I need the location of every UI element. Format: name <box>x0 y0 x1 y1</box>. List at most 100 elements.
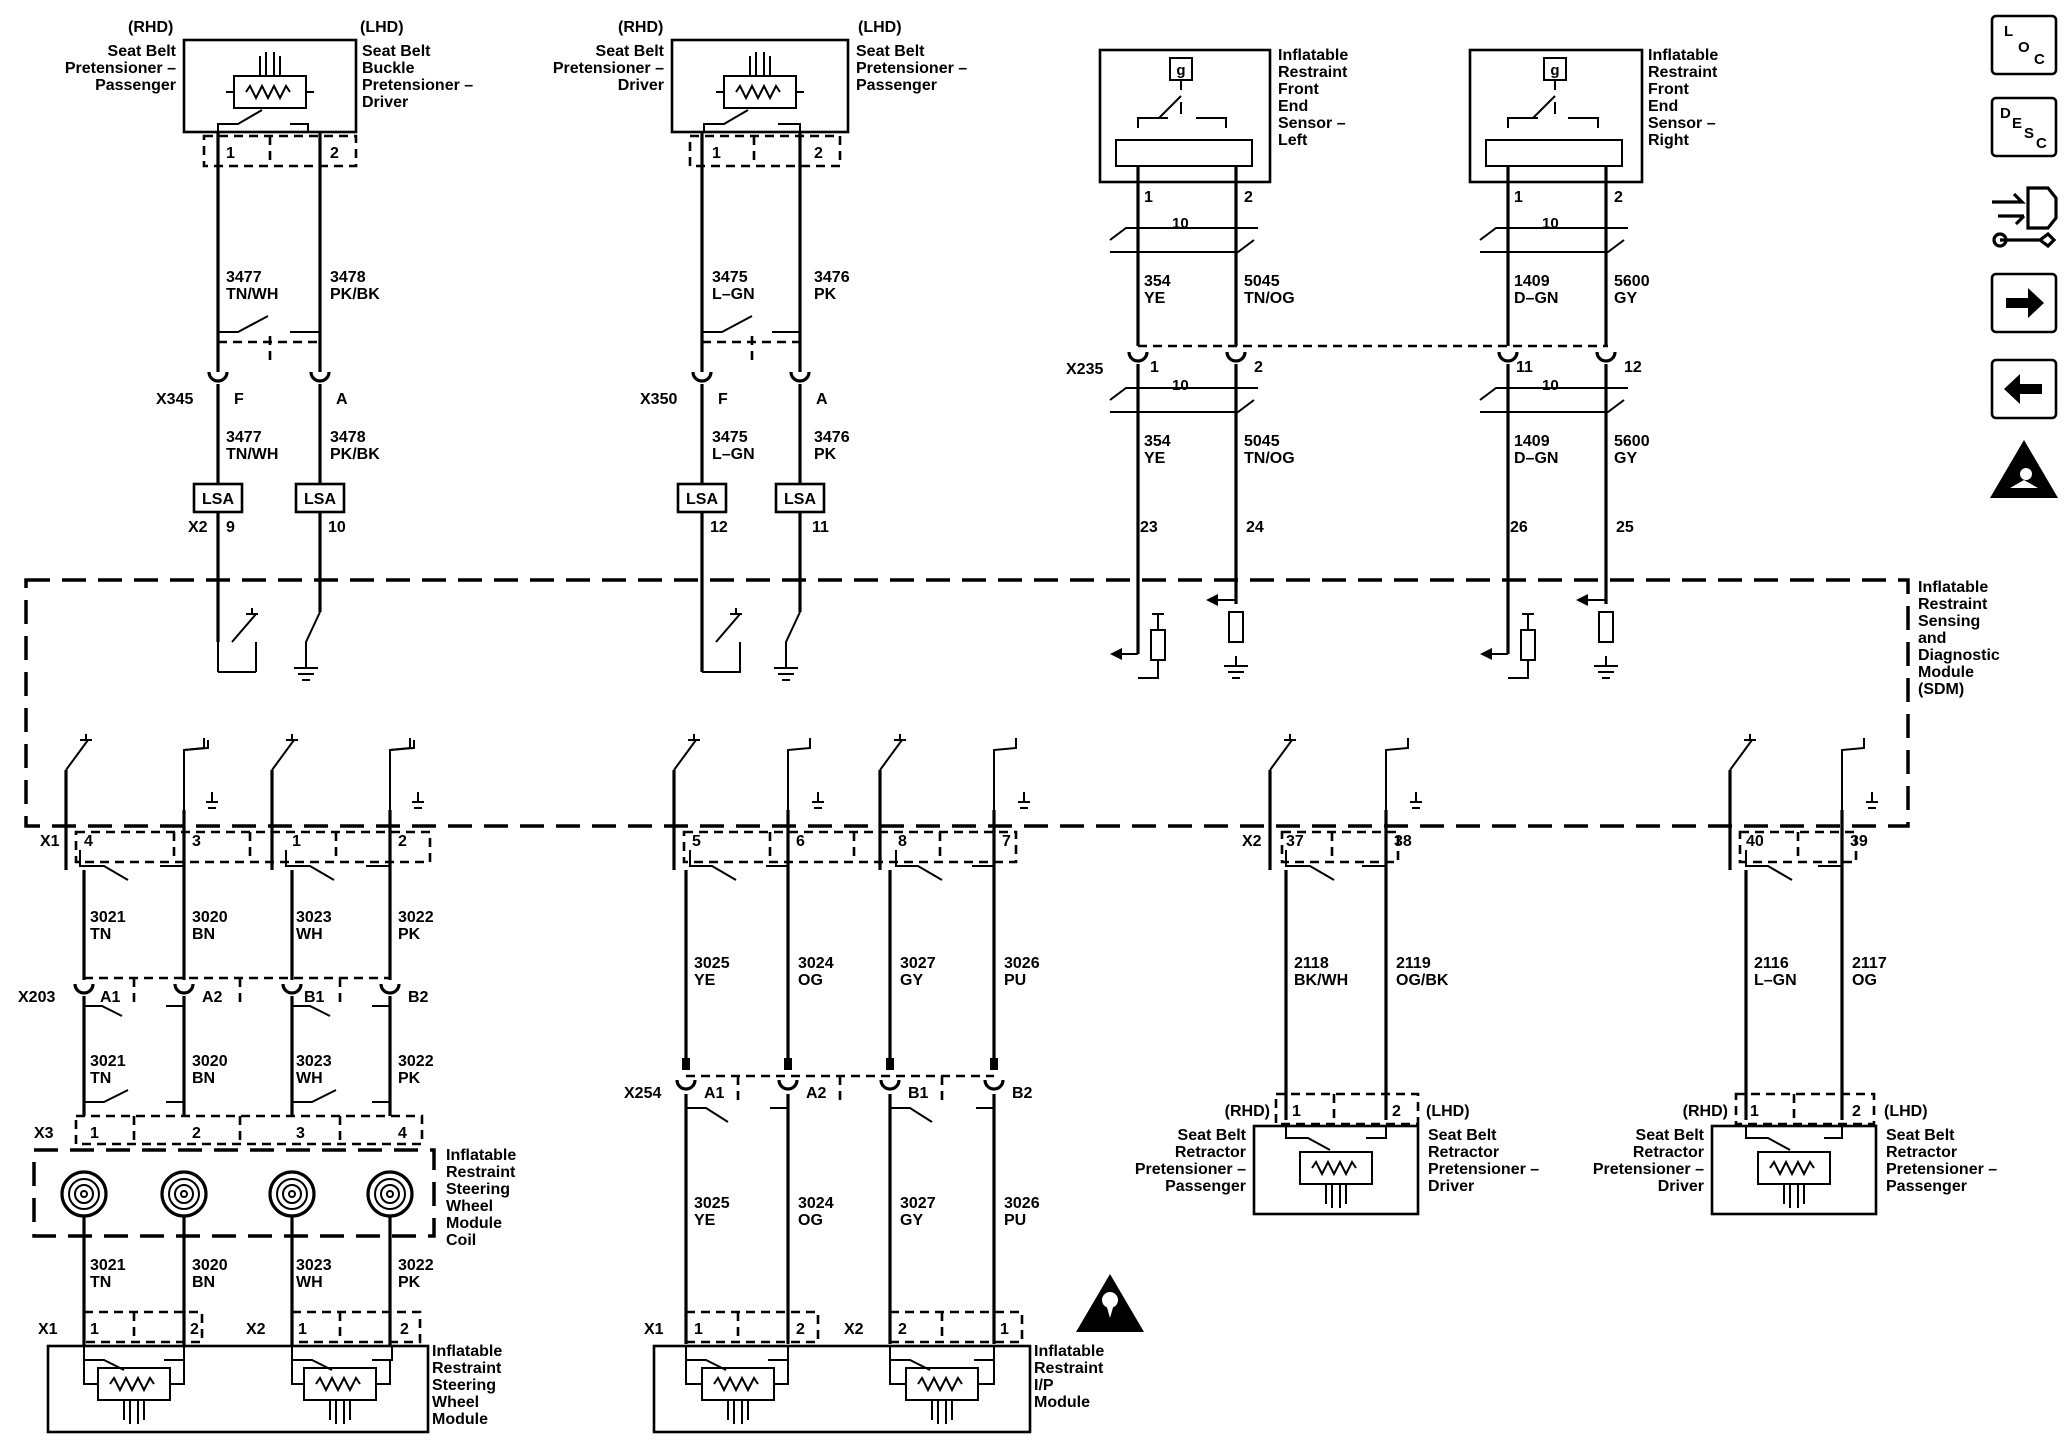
desc-icon[interactable]: D E S C <box>1990 96 2058 158</box>
component-label: Seat Belt <box>362 43 431 60</box>
svg-text:Seat Belt: Seat Belt <box>1178 1127 1247 1144</box>
svg-text:TN/WH: TN/WH <box>226 446 278 463</box>
svg-text:Seat Belt: Seat Belt <box>596 43 665 60</box>
svg-text:A2: A2 <box>202 989 223 1006</box>
svg-text:L: L <box>2004 23 2013 40</box>
svg-text:Pretensioner –: Pretensioner – <box>856 60 967 77</box>
svg-text:3023: 3023 <box>296 909 332 926</box>
svg-text:BN: BN <box>192 926 215 943</box>
svg-text:X1: X1 <box>40 833 60 850</box>
svg-text:X2: X2 <box>844 1321 864 1338</box>
svg-text:3: 3 <box>296 1125 305 1142</box>
svg-text:YE: YE <box>694 972 716 989</box>
svg-text:2: 2 <box>192 1125 201 1142</box>
svg-text:Front: Front <box>1278 81 1320 98</box>
svg-text:Driver: Driver <box>618 77 664 94</box>
svg-text:X2: X2 <box>188 519 208 536</box>
svg-text:3024: 3024 <box>798 1195 834 1212</box>
svg-text:YE: YE <box>694 1212 716 1229</box>
svg-text:3026: 3026 <box>1004 1195 1040 1212</box>
svg-text:2: 2 <box>898 1321 907 1338</box>
svg-text:1: 1 <box>298 1321 307 1338</box>
svg-text:(LHD): (LHD) <box>1884 1103 1928 1120</box>
svg-text:X235: X235 <box>1066 361 1103 378</box>
svg-text:1: 1 <box>1514 189 1523 206</box>
svg-text:LSA: LSA <box>784 491 816 508</box>
loc-icon[interactable]: L O C <box>1990 14 2058 76</box>
svg-text:Inflatable: Inflatable <box>432 1343 502 1360</box>
svg-text:2: 2 <box>1392 1103 1401 1120</box>
svg-text:X1: X1 <box>38 1321 58 1338</box>
svg-text:L–GN: L–GN <box>1754 972 1797 989</box>
svg-text:2: 2 <box>1244 189 1253 206</box>
svg-text:3022: 3022 <box>398 1053 434 1070</box>
svg-text:Module: Module <box>1034 1394 1090 1411</box>
svg-text:BN: BN <box>192 1070 215 1087</box>
svg-text:1: 1 <box>694 1321 703 1338</box>
svg-text:1: 1 <box>90 1321 99 1338</box>
svg-text:3025: 3025 <box>694 955 730 972</box>
svg-text:PK: PK <box>398 926 421 943</box>
svg-text:Pretensioner –: Pretensioner – <box>1886 1161 1997 1178</box>
svg-text:Left: Left <box>1278 132 1308 149</box>
svg-text:OG: OG <box>798 1212 823 1229</box>
svg-text:10: 10 <box>328 519 346 536</box>
prev-arrow-icon[interactable] <box>1990 358 2058 420</box>
svg-text:Seat Belt: Seat Belt <box>1886 1127 1955 1144</box>
svg-text:Buckle: Buckle <box>362 60 415 77</box>
svg-text:End: End <box>1278 98 1308 115</box>
svg-text:2119: 2119 <box>1396 955 1431 972</box>
svg-text:B1: B1 <box>304 989 325 1006</box>
airbag-warning-icon[interactable] <box>1990 440 2058 498</box>
svg-text:Restraint: Restraint <box>1918 596 1988 613</box>
svg-text:End: End <box>1648 98 1678 115</box>
svg-text:Coil: Coil <box>446 1232 476 1249</box>
connector-x235: X235 1 2 11 12 10 10 354 YE 5045 TN/OG 1… <box>1066 344 1650 679</box>
svg-text:PU: PU <box>1004 1212 1026 1229</box>
svg-text:5: 5 <box>692 833 701 850</box>
svg-text:D–GN: D–GN <box>1514 450 1558 467</box>
svg-text:2: 2 <box>796 1321 805 1338</box>
svg-text:E: E <box>2012 115 2022 132</box>
svg-text:4: 4 <box>84 833 93 850</box>
svg-text:Inflatable: Inflatable <box>1034 1343 1104 1360</box>
svg-text:7: 7 <box>1002 833 1011 850</box>
connector-wrench-icon[interactable] <box>1992 186 2058 249</box>
svg-text:A1: A1 <box>100 989 121 1006</box>
svg-text:TN: TN <box>90 1274 111 1291</box>
svg-text:Driver: Driver <box>1658 1178 1704 1195</box>
svg-text:3477: 3477 <box>226 429 262 446</box>
svg-text:3: 3 <box>192 833 201 850</box>
svg-text:I/P: I/P <box>1034 1377 1054 1394</box>
svg-text:A2: A2 <box>806 1085 827 1102</box>
svg-text:40: 40 <box>1746 833 1764 850</box>
svg-text:Retractor: Retractor <box>1175 1144 1246 1161</box>
svg-text:3022: 3022 <box>398 909 434 926</box>
svg-text:PU: PU <box>1004 972 1026 989</box>
sdm-module: Inflatable Restraint Sensing and Diagnos… <box>24 578 2000 828</box>
svg-text:Module: Module <box>446 1215 502 1232</box>
svg-text:2: 2 <box>400 1321 409 1338</box>
next-arrow-icon[interactable] <box>1990 272 2058 334</box>
svg-text:(RHD): (RHD) <box>618 19 663 36</box>
svg-text:WH: WH <box>296 926 323 943</box>
svg-text:OG/BK: OG/BK <box>1396 972 1449 989</box>
svg-text:C: C <box>2036 135 2047 152</box>
svg-text:YE: YE <box>1144 450 1166 467</box>
svg-text:B2: B2 <box>408 989 429 1006</box>
svg-text:2: 2 <box>1254 359 1263 376</box>
svg-text:L–GN: L–GN <box>712 286 755 303</box>
svg-text:5600: 5600 <box>1614 433 1650 450</box>
svg-text:Sensor –: Sensor – <box>1648 115 1716 132</box>
svg-text:25: 25 <box>1616 519 1634 536</box>
svg-text:3020: 3020 <box>192 1257 228 1274</box>
svg-text:Retractor: Retractor <box>1633 1144 1704 1161</box>
svg-text:O: O <box>2018 39 2030 56</box>
svg-text:Module: Module <box>432 1411 488 1428</box>
svg-text:X3: X3 <box>34 1125 54 1142</box>
svg-text:Inflatable: Inflatable <box>446 1147 516 1164</box>
svg-text:LSA: LSA <box>304 491 336 508</box>
svg-text:1: 1 <box>292 833 301 850</box>
